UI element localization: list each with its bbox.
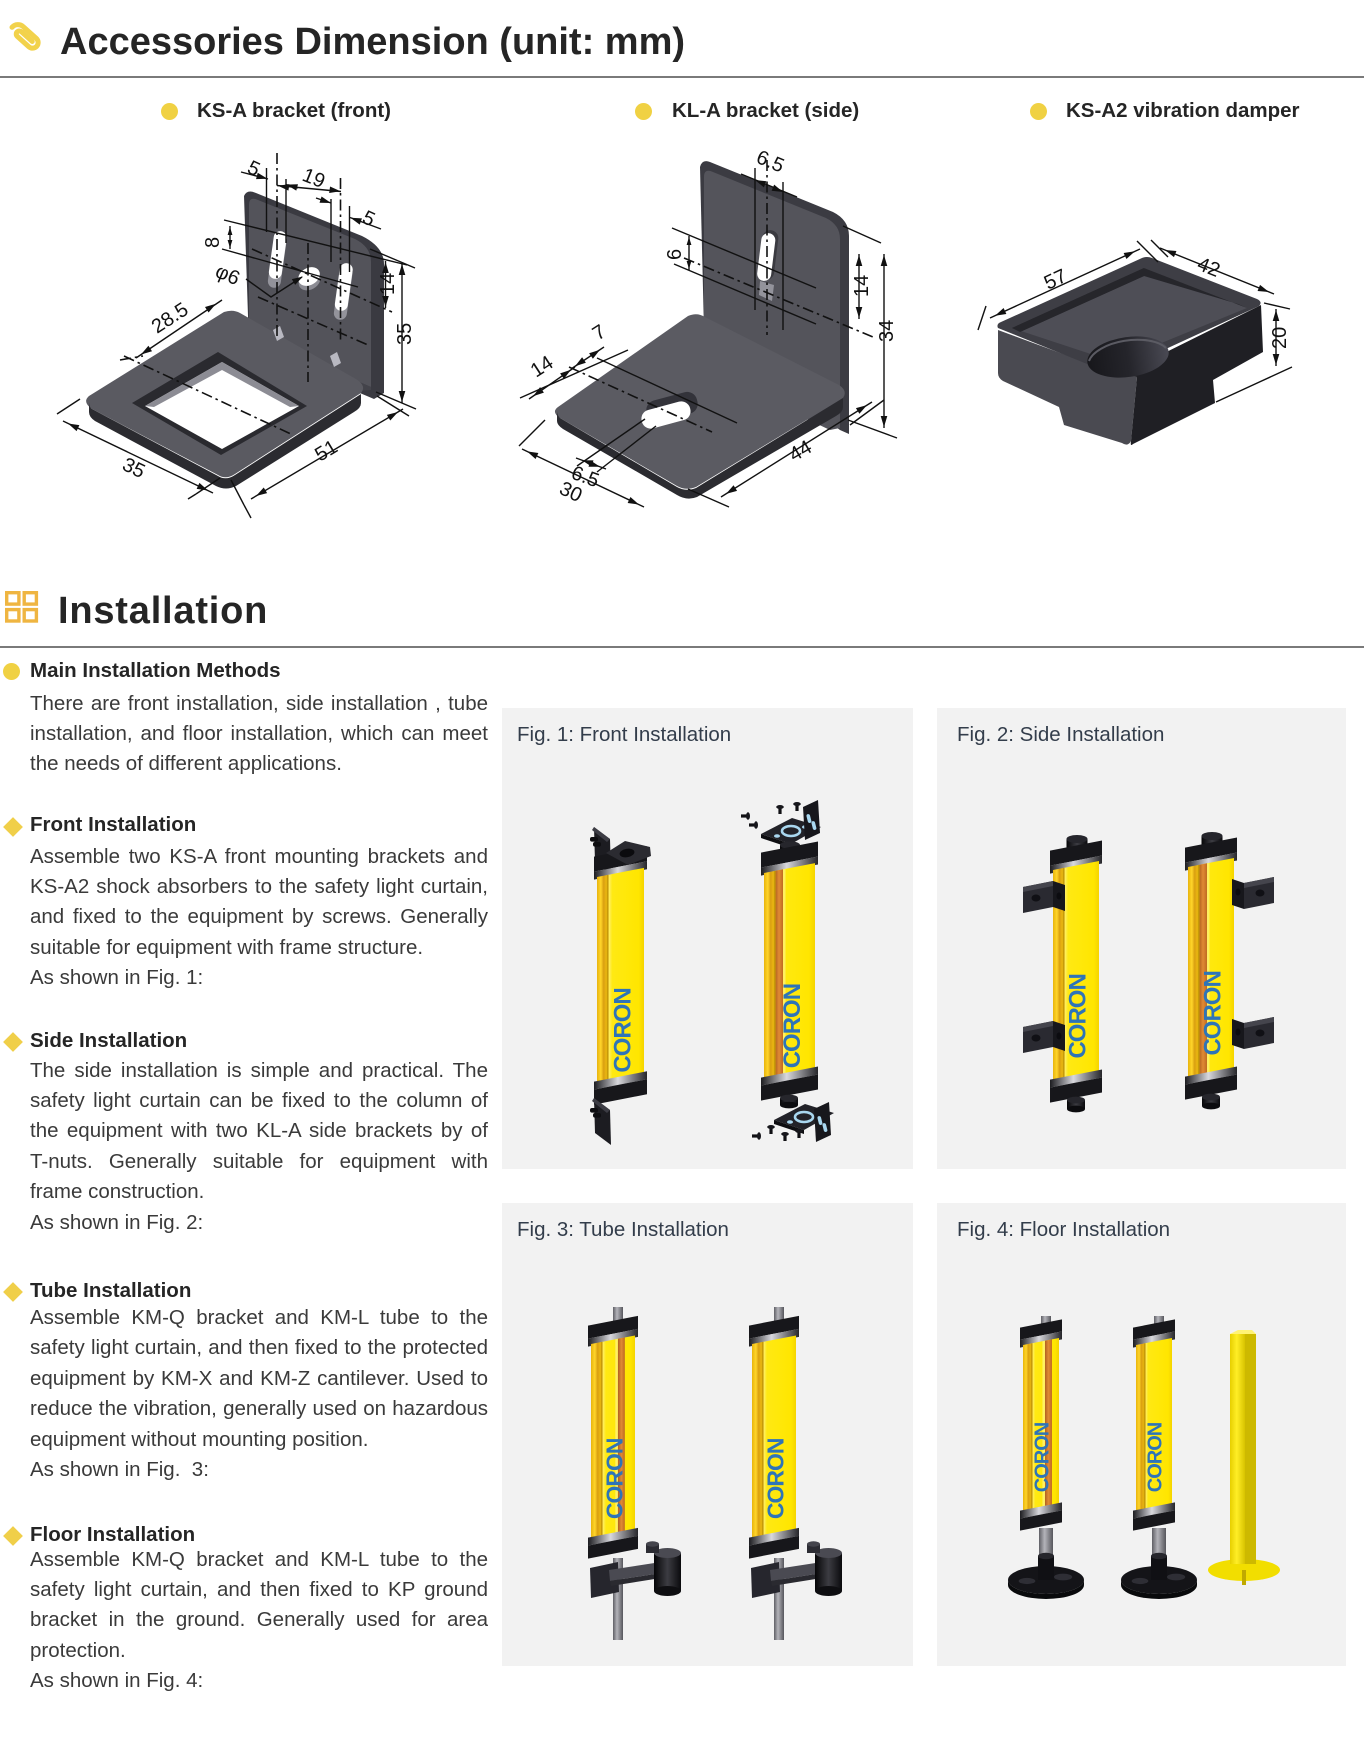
svg-text:51: 51 (311, 436, 341, 466)
svg-text:35: 35 (119, 454, 149, 483)
svg-text:φ6: φ6 (212, 260, 243, 290)
svg-text:14: 14 (527, 352, 558, 383)
svg-text:14: 14 (851, 275, 873, 297)
svg-text:CORON: CORON (1065, 974, 1092, 1058)
svg-text:14: 14 (377, 273, 399, 295)
svg-text:20: 20 (1269, 327, 1291, 349)
svg-text:34: 34 (876, 320, 898, 342)
svg-text:CORON: CORON (1200, 971, 1227, 1055)
svg-text:6: 6 (664, 249, 686, 260)
svg-text:CORON: CORON (601, 1438, 627, 1519)
svg-text:8: 8 (202, 237, 224, 248)
svg-text:57: 57 (1041, 265, 1070, 294)
svg-text:7: 7 (589, 321, 610, 346)
svg-text:CORON: CORON (779, 984, 806, 1068)
svg-text:6.5: 6.5 (753, 146, 787, 177)
svg-text:CORON: CORON (1032, 1422, 1054, 1492)
svg-text:CORON: CORON (609, 988, 636, 1072)
svg-text:28.5: 28.5 (148, 299, 193, 339)
svg-text:35: 35 (394, 323, 416, 345)
svg-text:CORON: CORON (1145, 1422, 1167, 1492)
svg-text:CORON: CORON (762, 1438, 788, 1519)
